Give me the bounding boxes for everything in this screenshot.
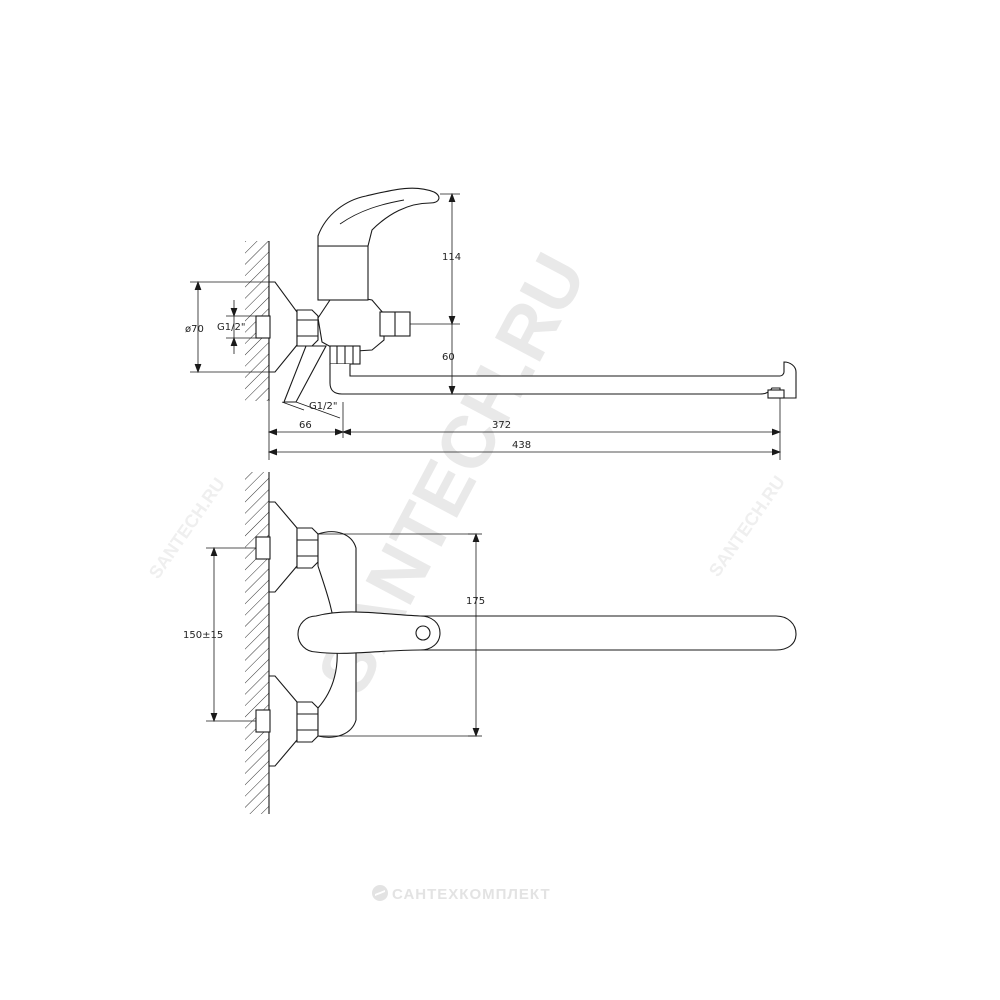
brand-logo-icon [372, 885, 388, 901]
side-view-eccentric [283, 345, 327, 403]
front-view-handle [297, 611, 441, 654]
side-view [245, 187, 797, 403]
dim-total-438: 438 [512, 440, 531, 451]
side-view-handle [317, 187, 440, 247]
dim-spout-height-60: 60 [442, 352, 455, 363]
front-view-lower-flange [268, 675, 298, 767]
front-view-upper-flange [268, 501, 298, 593]
footer-logo: САНТЕХКОМПЛЕКТ [372, 885, 551, 903]
dim-thread-lower: G1/2" [309, 401, 337, 412]
front-view-handle-hole [415, 625, 431, 641]
side-view-inlet-stub [255, 315, 271, 339]
watermark-right: SANTECH.RU [705, 472, 789, 580]
dim-offset-66: 66 [299, 420, 312, 431]
dim-inlet-spacing: 150±15 [183, 630, 223, 641]
front-view-dimensions [206, 532, 482, 738]
front-view-spout [420, 615, 797, 651]
dim-diameter-70: ø70 [185, 324, 204, 335]
dim-thread-upper: G1/2" [217, 322, 245, 333]
front-view-upper-nut [296, 527, 319, 569]
dim-reach-372: 372 [492, 420, 511, 431]
dim-height-114: 114 [442, 252, 461, 263]
footer-brand-name: САНТЕХКОМПЛЕКТ [392, 886, 551, 903]
front-view-wall [245, 472, 270, 814]
side-view-dimensions [190, 192, 782, 460]
side-view-body [317, 295, 385, 353]
watermark-left: SANTECH.RU [145, 474, 229, 582]
front-view-lower-nut [296, 701, 319, 743]
side-view-cartridge-column [317, 245, 369, 301]
side-view-flange [268, 281, 298, 373]
front-view [245, 472, 797, 814]
dim-body-height-175: 175 [466, 596, 485, 607]
side-view-spout [329, 361, 797, 399]
side-view-hex-nut [296, 309, 319, 347]
